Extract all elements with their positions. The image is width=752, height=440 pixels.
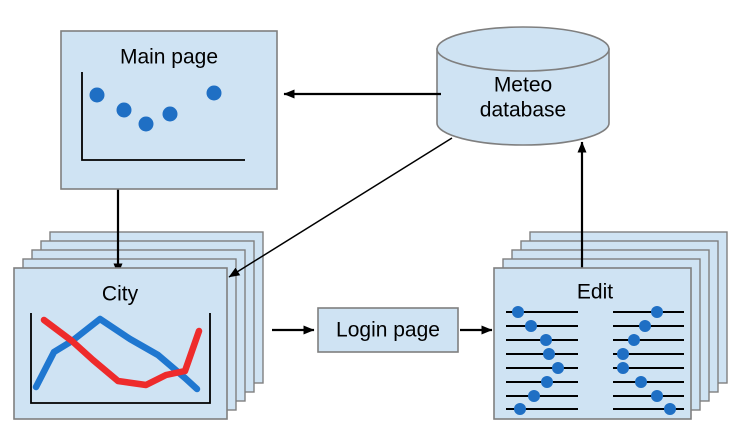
- slider-knob[interactable]: [628, 334, 640, 346]
- scatter-axes: [81, 72, 245, 161]
- scatter-point: [206, 85, 222, 101]
- slider-knob[interactable]: [540, 334, 552, 346]
- slider-knob[interactable]: [525, 320, 537, 332]
- cylinder-top-ellipse: [436, 26, 610, 72]
- series-red: [40, 316, 203, 389]
- slider-knob[interactable]: [664, 403, 676, 415]
- edit-slider-rows: [506, 306, 684, 415]
- edge-meteo-database-to-city: [228, 137, 453, 278]
- main-page-scatter-chart: [81, 72, 245, 161]
- slider-knob[interactable]: [543, 348, 555, 360]
- edit-left-column: [506, 306, 578, 415]
- city-line-chart: [30, 313, 211, 404]
- meteo-database-label-line2: database: [480, 99, 566, 122]
- line-chart-frame: [30, 313, 211, 404]
- slider-knob[interactable]: [639, 320, 651, 332]
- slider-knob[interactable]: [651, 306, 663, 318]
- slider-knob[interactable]: [617, 348, 629, 360]
- slider-knob[interactable]: [635, 376, 647, 388]
- scatter-point: [116, 102, 132, 118]
- edit-right-column: [613, 306, 684, 415]
- edit-label: Edit: [577, 281, 613, 304]
- slider-knob[interactable]: [651, 390, 663, 402]
- main-page-label: Main page: [120, 46, 218, 69]
- slider-knob[interactable]: [617, 362, 629, 374]
- city-label: City: [102, 283, 139, 306]
- slider-knob[interactable]: [541, 376, 553, 388]
- slider-knob[interactable]: [528, 390, 540, 402]
- scatter-point: [138, 116, 154, 132]
- slider-knob[interactable]: [552, 362, 564, 374]
- node-city[interactable]: City: [13, 267, 228, 420]
- scatter-point: [89, 87, 105, 103]
- node-main-page[interactable]: Main page: [60, 30, 278, 190]
- node-meteo-database[interactable]: Meteo database: [436, 26, 610, 146]
- meteo-database-label-line1: Meteo: [494, 74, 552, 97]
- node-edit[interactable]: Edit: [493, 267, 692, 420]
- login-page-label: Login page: [336, 319, 440, 342]
- slider-knob[interactable]: [512, 306, 524, 318]
- node-login-page[interactable]: Login page: [317, 307, 459, 353]
- scatter-point: [162, 106, 178, 122]
- slider-knob[interactable]: [514, 403, 526, 415]
